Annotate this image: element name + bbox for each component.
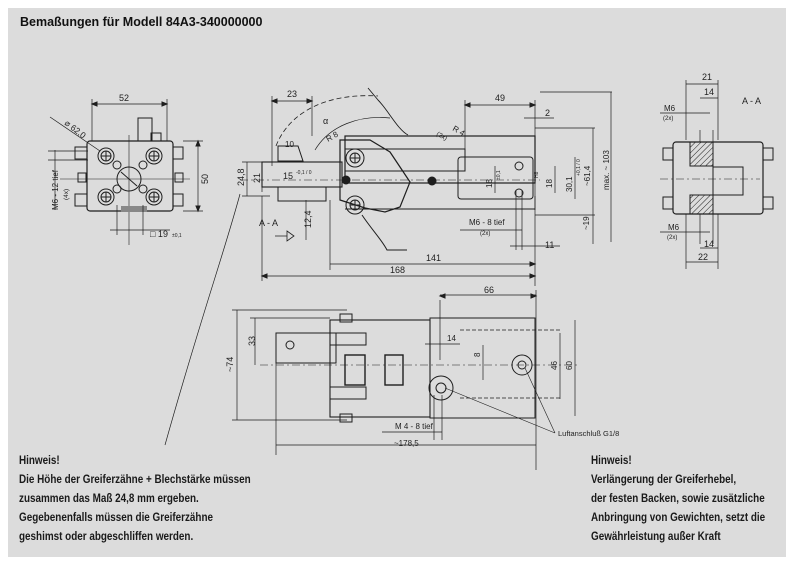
thread-hole-icon — [514, 161, 524, 198]
dim-74: ~74 — [225, 357, 235, 372]
dim-61-4: ~61,4 — [583, 165, 592, 186]
dim-12-4: 12,4 — [303, 210, 313, 228]
top-view: 66 ~74 33 14 8 46 60 M 4 - 8 tief ~178,5… — [225, 285, 619, 470]
bolt-icon — [345, 148, 365, 168]
centerline — [60, 135, 190, 245]
dim-66: 66 — [484, 285, 494, 295]
screw-icon — [145, 188, 163, 206]
dim-141: 141 — [426, 253, 441, 263]
air-connection-label: Luftanschluß G1/8 — [558, 429, 619, 438]
front-boss — [150, 132, 162, 142]
dim-18a-tol: ±0,1 — [496, 170, 502, 180]
dim-thread-side-count: (2x) — [480, 231, 490, 237]
dim-52: 52 — [119, 93, 129, 103]
dim-21-sec: 21 — [702, 72, 712, 82]
dim-8: 8 — [473, 352, 482, 357]
front-boss — [137, 117, 153, 142]
plate-label — [121, 206, 147, 212]
dim-thread: M6 - 12 tief — [51, 169, 60, 210]
dim-m6-bottom-count: (2x) — [667, 235, 677, 241]
page-title: Bemaßungen für Modell 84A3-340000000 — [20, 15, 263, 29]
front-lug — [77, 172, 87, 183]
dim-60: 60 — [565, 361, 574, 370]
dim-18a: 18 — [485, 179, 494, 188]
dim-14-top-view: 14 — [447, 334, 456, 343]
dim-m6-bottom: M6 — [668, 223, 680, 232]
dim-10: 10 — [285, 140, 294, 149]
note-line: Die Höhe der Greiferzähne + Blechstärke … — [19, 474, 251, 486]
drawing-panel: Bemaßungen für Modell 84A3-340000000 — [8, 8, 786, 557]
dim-18b-tol: H8 — [534, 171, 540, 178]
dim-46: 46 — [550, 361, 559, 370]
dim-30-1-tol: +0,1 / 0 — [576, 159, 582, 176]
screw-icon — [145, 147, 163, 165]
note-line: Gegebenenfalls müssen die Greiferzähne — [19, 512, 214, 524]
dim-square: □ 19 — [150, 229, 168, 239]
dim-15-tol: -0,1 / 0 — [296, 170, 312, 176]
dim-49: 49 — [495, 93, 505, 103]
front-view: 52 50 ⌀ 62,0 M6 - 12 tief (4x) □ 19 ±0,1 — [48, 93, 210, 245]
note-heading: Hinweis! — [591, 455, 632, 467]
section-marker: A - A — [259, 218, 278, 228]
dim-square-tol: ±0,1 — [172, 233, 182, 239]
dim-thread-count: (4x) — [63, 189, 70, 200]
note-right: Hinweis! Verlängerung der Greiferhebel, … — [591, 452, 780, 547]
hole — [138, 184, 148, 194]
front-lug — [172, 146, 184, 160]
section-view: 21 14 M6 (2x) A - A M6 (2x) 14 22 — [660, 72, 774, 269]
screw-icon — [97, 147, 115, 165]
front-lug — [74, 146, 88, 160]
dim-19: ~19 — [582, 216, 591, 230]
dim-168: 168 — [390, 265, 405, 275]
side-body — [344, 135, 536, 184]
dim-m6-top-count: (2x) — [663, 116, 673, 122]
front-lug — [174, 172, 184, 183]
note-line: Verlängerung der Greiferhebel, — [591, 474, 737, 486]
dim-22: 22 — [698, 252, 708, 262]
hole — [112, 184, 122, 194]
front-lug — [172, 193, 184, 207]
note-line: geshimst oder abgeschliffen werden. — [19, 531, 194, 543]
dim-14-top: 14 — [704, 87, 714, 97]
dim-50: 50 — [200, 174, 210, 184]
section-label: A - A — [742, 96, 761, 106]
dim-23: 23 — [287, 89, 297, 99]
dim-r8: R 8 — [325, 129, 341, 143]
note-left: Hinweis! Die Höhe der Greiferzähne + Ble… — [19, 452, 303, 547]
front-lug — [74, 193, 88, 207]
dim-bolt-circle: ⌀ 62,0 — [63, 118, 88, 141]
dim-alpha: α — [323, 116, 328, 126]
dim-30-1: 30,1 — [565, 176, 574, 192]
note-heading: Hinweis! — [19, 455, 60, 467]
note-line: Anbringung von Gewichten, setzt die — [591, 512, 766, 524]
dim-2: 2 — [545, 108, 550, 118]
note-line: zusammen das Maß 24,8 mm ergeben. — [19, 493, 199, 505]
bolt-icon — [345, 195, 365, 215]
hole — [112, 160, 122, 170]
dim-11: 11 — [545, 240, 554, 250]
dim-14-bottom: 14 — [704, 239, 714, 249]
note-line: der festen Backen, sowie zusätzliche — [591, 493, 765, 505]
section-arrow-icon — [275, 230, 295, 242]
dim-thread-side: M6 - 8 tief — [469, 218, 505, 227]
dim-18b: 18 — [545, 179, 554, 188]
dim-178-5: ~178,5 — [394, 439, 419, 448]
dim-24-8: 24,8 — [236, 168, 246, 186]
note-line: Gewährleistung außer Kraft — [591, 531, 721, 543]
dim-m6-top: M6 — [664, 104, 676, 113]
top-jaw — [275, 332, 337, 364]
section-body — [672, 141, 764, 215]
dim-15: 15 — [283, 171, 293, 181]
dim-21: 21 — [252, 173, 262, 183]
side-view: 23 10 24,8 21 15 -0,1 / 0 12,4 R 8 α (2x… — [164, 87, 612, 446]
dim-33: 33 — [247, 336, 257, 346]
dim-thread-top: M 4 - 8 tief — [395, 422, 434, 431]
hole — [138, 160, 148, 170]
pin — [427, 176, 437, 186]
dim-max-103: max. ~ 103 — [602, 150, 611, 190]
screw-icon — [97, 188, 115, 206]
dim-angle: (2x) — [435, 131, 448, 143]
